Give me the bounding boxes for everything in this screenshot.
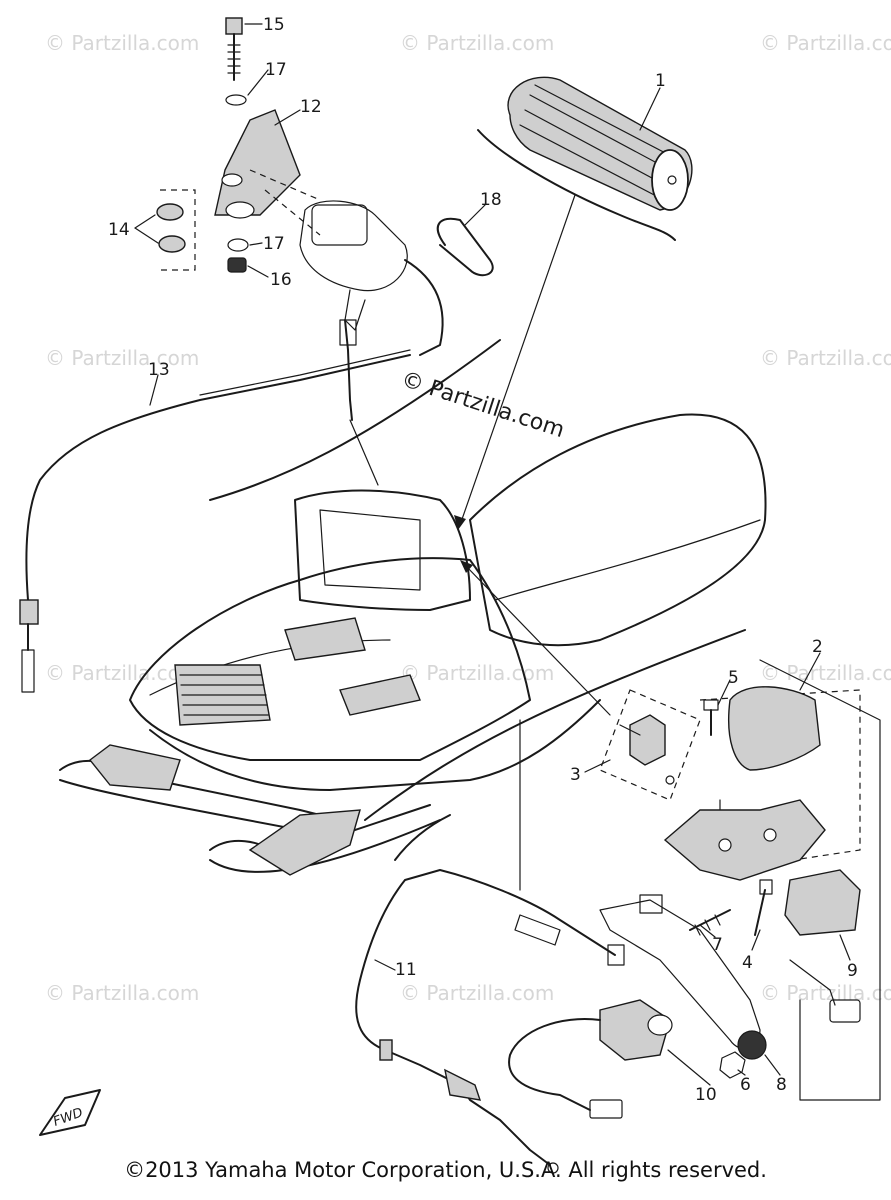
watermark-group: © Partzilla.com © Partzilla.com © Partzi… — [45, 31, 891, 1005]
section-divider — [209, 339, 501, 501]
callout-10: 10 — [695, 1085, 717, 1105]
callout-12: 12 — [300, 97, 322, 117]
callout-9: 9 — [847, 961, 858, 981]
callout-numbers: 1 2 3 4 5 6 7 8 9 10 11 12 13 14 15 16 1… — [108, 15, 858, 1105]
watermark: © Partzilla.com — [45, 661, 199, 685]
watermark: © Partzilla.com — [45, 346, 199, 370]
callout-18: 18 — [480, 190, 502, 210]
brake-cable — [355, 869, 625, 1174]
callout-13: 13 — [148, 360, 170, 380]
callout-6: 6 — [740, 1075, 751, 1095]
throttle-housing-assembly — [156, 17, 494, 421]
center-watermark: © Partzilla.com — [398, 367, 567, 443]
watermark: © Partzilla.com — [760, 981, 891, 1005]
callout-17: 17 — [263, 234, 285, 254]
callout-5: 5 — [728, 668, 739, 688]
leader-line — [464, 564, 611, 716]
copyright-notice: ©2013 Yamaha Motor Corporation, U.S.A. A… — [124, 1158, 767, 1182]
watermark: © Partzilla.com — [45, 981, 199, 1005]
grip-bracket-line — [477, 129, 676, 241]
section-divider — [364, 629, 746, 821]
watermark: © Partzilla.com — [45, 31, 199, 55]
arrow-head — [454, 515, 466, 530]
lever-housing-assembly — [508, 659, 881, 1119]
callout-2: 2 — [812, 637, 823, 657]
leader-line — [349, 419, 379, 486]
callout-1: 1 — [655, 71, 666, 91]
watermark: © Partzilla.com — [760, 661, 891, 685]
handlebar-grip — [507, 76, 693, 211]
callout-16: 16 — [270, 270, 292, 290]
callout-11: 11 — [395, 960, 417, 980]
arrow-head — [460, 560, 473, 573]
fwd-direction-indicator: FWD — [39, 1089, 101, 1136]
leader-line — [459, 194, 576, 526]
callout-8: 8 — [776, 1075, 787, 1095]
watermark: © Partzilla.com — [400, 661, 554, 685]
callout-17: 17 — [265, 60, 287, 80]
watermark: © Partzilla.com — [760, 346, 891, 370]
callout-4: 4 — [742, 953, 753, 973]
watermark: © Partzilla.com — [400, 31, 554, 55]
watermark: © Partzilla.com — [400, 981, 554, 1005]
snowmobile-illustration — [59, 413, 767, 876]
callout-15: 15 — [263, 15, 285, 35]
throttle-cable — [19, 349, 411, 693]
section-divider — [394, 814, 451, 861]
callout-7: 7 — [712, 935, 723, 955]
watermark: © Partzilla.com — [760, 31, 891, 55]
callout-leaders — [134, 23, 851, 1086]
callout-14: 14 — [108, 220, 130, 240]
callout-3: 3 — [570, 765, 581, 785]
